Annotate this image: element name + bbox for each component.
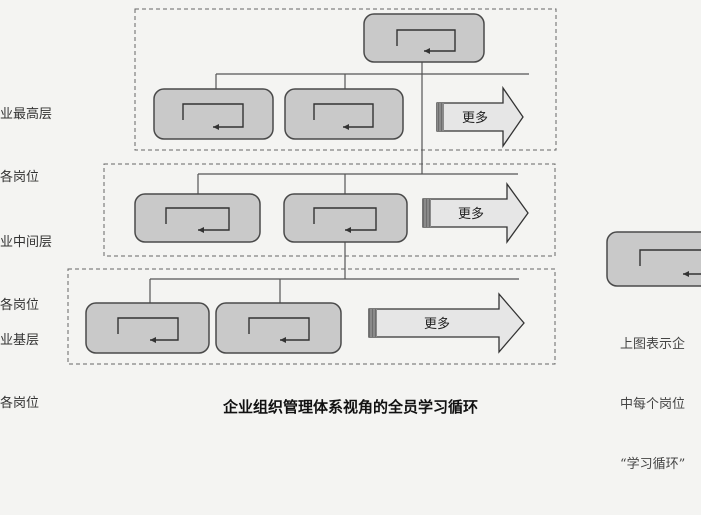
level-label-top: 业最高层 各岗位 [0, 62, 52, 230]
level-label-base: 业基层 各岗位 [0, 288, 39, 456]
position-box-base-1 [85, 302, 210, 354]
more-arrow-middle: 更多 [422, 181, 529, 245]
connector-lines [149, 62, 529, 303]
more-arrow-top: 更多 [436, 85, 524, 149]
more-label: 更多 [424, 316, 450, 332]
more-arrow-base: 更多 [368, 292, 525, 354]
legend-note-line: 上图表示企 [620, 337, 686, 352]
level-label-middle: 业中间层 各岗位 [0, 190, 52, 358]
position-box-base-2 [215, 302, 342, 354]
position-box-top-1 [153, 88, 274, 140]
level-label-line: 各岗位 [0, 170, 40, 185]
position-box-middle-1 [134, 193, 261, 243]
position-box-middle-2 [283, 193, 408, 243]
level-label-line: 业中间层 [0, 235, 53, 250]
legend-note-line: 中每个岗位 [620, 397, 686, 412]
level-label-line: 各岗位 [0, 298, 40, 313]
level-label-line: 各岗位 [0, 396, 40, 411]
learning-cycle-diagram: 更多 更多 更多 业最高层 各岗位 业中间层 各岗位 业基层 各岗位 上图表 [0, 8, 701, 472]
learning-loop-icon [182, 103, 244, 128]
top-level-frame [134, 8, 557, 151]
learning-loop-icon [313, 103, 374, 128]
legend-note-line: “学习循环” [620, 457, 686, 472]
base-level-frame [67, 268, 556, 365]
level-label-line: 业基层 [0, 333, 40, 348]
level-label-line: 业最高层 [0, 107, 53, 122]
diagram-canvas: 更多 更多 更多 [67, 8, 701, 365]
more-label: 更多 [462, 110, 488, 126]
middle-level-frame [103, 163, 556, 257]
learning-loop-icon [248, 317, 310, 341]
position-box-top [363, 13, 485, 63]
legend-position-box [606, 231, 701, 287]
learning-loop-icon [639, 249, 701, 275]
position-box-top-2 [284, 88, 404, 140]
learning-loop-icon [396, 29, 456, 52]
more-label: 更多 [458, 206, 484, 222]
diagram-caption: 企业组织管理体系视角的全员学习循环 [222, 398, 478, 416]
learning-loop-icon [165, 207, 230, 231]
learning-loop-icon [117, 317, 179, 341]
learning-loop-icon [313, 207, 377, 231]
